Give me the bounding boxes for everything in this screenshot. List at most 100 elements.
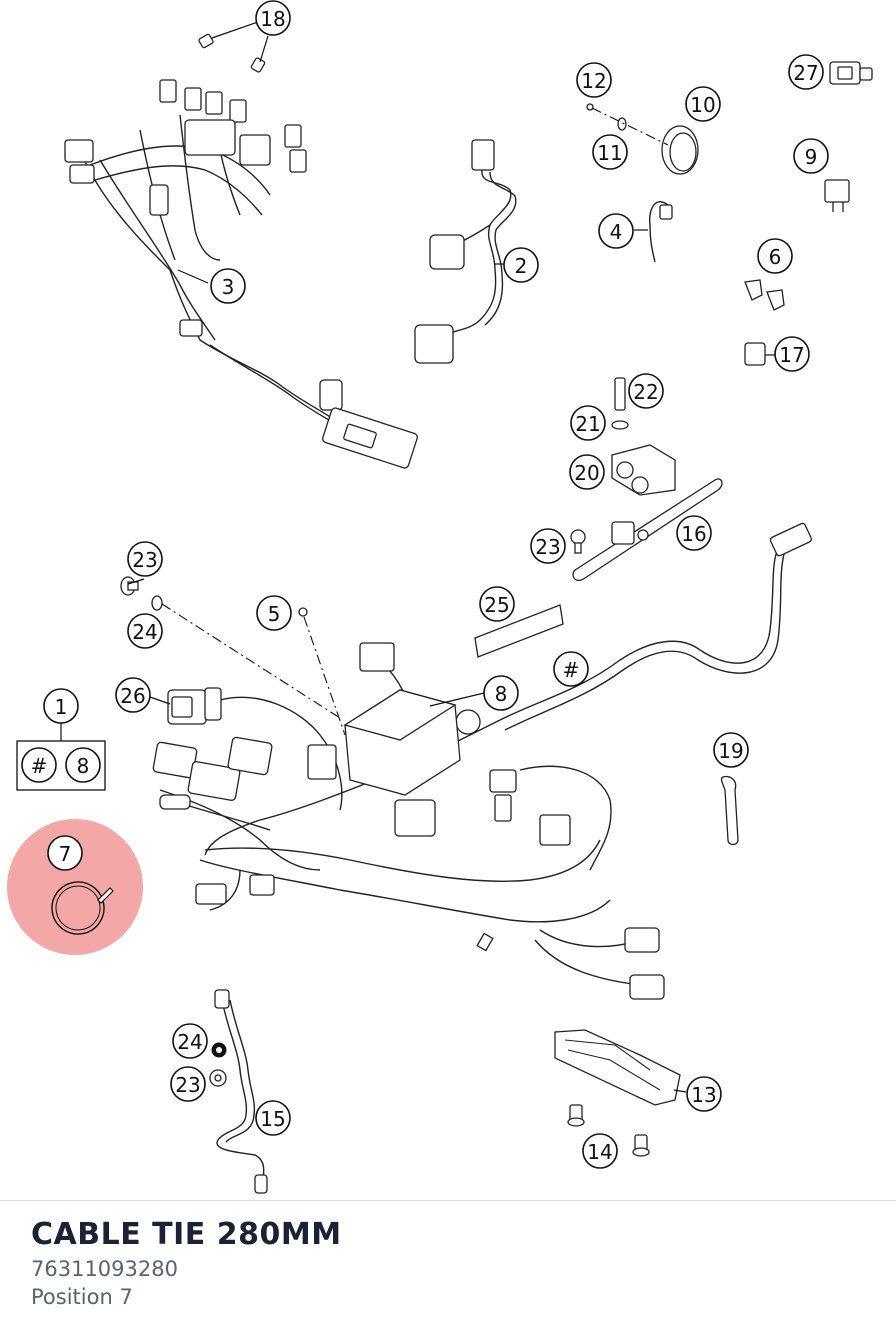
svg-text:15: 15 [260,1107,285,1131]
callout-4[interactable]: 4 [598,213,634,249]
svg-text:4: 4 [610,220,623,244]
callout-23-bottom[interactable]: 23 [170,1066,206,1102]
part-21-washer-drawing[interactable] [611,420,629,430]
svg-text:20: 20 [574,461,599,485]
part-27-connector-drawing[interactable] [829,61,873,85]
part-number: 76311093280 [31,1257,178,1281]
callout-20[interactable]: 20 [569,454,605,490]
svg-text:9: 9 [805,145,818,169]
callout-6[interactable]: 6 [757,238,793,274]
callout-13[interactable]: 13 [686,1076,722,1112]
svg-text:16: 16 [681,522,706,546]
svg-text:27: 27 [793,61,818,85]
callout-11[interactable]: 11 [592,134,628,170]
part-12-screw-drawing[interactable] [586,103,594,111]
svg-text:14: 14 [587,1140,612,1164]
callout-21[interactable]: 21 [570,405,606,441]
part-23-screw-drawing[interactable] [570,529,586,554]
part-13-cover-drawing[interactable] [554,1029,681,1106]
part-24-washer-drawing-left[interactable] [151,595,163,611]
part-title: CABLE TIE 280MM [31,1217,342,1252]
callout-hash-harness[interactable]: # [553,651,589,687]
part-23-screw-drawing-bottom[interactable] [209,1069,227,1087]
part-5-screw-drawing[interactable] [298,607,308,617]
callout-10[interactable]: 10 [685,86,721,122]
callout-24-left[interactable]: 24 [127,613,163,649]
svg-text:6: 6 [769,245,782,269]
callout-hash-kit[interactable]: # [21,747,57,783]
selected-part-highlight [7,819,143,955]
callout-23-left[interactable]: 23 [127,541,163,577]
callout-18[interactable]: 18 [255,0,291,36]
svg-text:23: 23 [132,548,157,572]
callout-8-kit[interactable]: 8 [65,747,101,783]
part-8-fusebox-drawing[interactable] [307,689,461,796]
callout-19[interactable]: 19 [713,732,749,768]
part-3-harness-drawing[interactable] [64,79,418,469]
svg-text:7: 7 [59,842,72,866]
part-10-grommet-drawing[interactable] [661,125,699,175]
callout-23-bracket[interactable]: 23 [530,528,566,564]
svg-text:26: 26 [120,684,145,708]
svg-text:23: 23 [535,535,560,559]
svg-text:24: 24 [177,1030,202,1054]
part-20-mount-drawing[interactable] [611,444,676,496]
part-9-relay-drawing[interactable] [824,179,850,212]
part-15-cable-drawing[interactable] [214,989,268,1194]
part-26-connector-drawing[interactable] [167,687,222,725]
svg-text:23: 23 [175,1073,200,1097]
part-16-bracket-drawing[interactable] [572,478,723,582]
callout-14[interactable]: 14 [582,1133,618,1169]
callout-24-bottom[interactable]: 24 [172,1023,208,1059]
callout-5[interactable]: 5 [256,595,292,631]
part-2-harness-drawing[interactable] [414,139,517,364]
callout-25[interactable]: 25 [479,586,515,622]
svg-text:#: # [563,658,580,682]
part-position: Position 7 [31,1285,133,1309]
part-18-bulbs-drawing[interactable] [198,33,266,73]
part-7-cable-tie-drawing[interactable] [48,878,114,938]
callout-26[interactable]: 26 [115,677,151,713]
callout-27[interactable]: 27 [788,54,824,90]
part-info-footer: CABLE TIE 280MM 76311093280 Position 7 [0,1200,896,1336]
svg-text:12: 12 [581,69,606,93]
part-6-fuses-drawing[interactable] [744,279,785,311]
callout-2[interactable]: 2 [503,247,539,283]
part-11-washer-drawing[interactable] [617,117,627,131]
callout-16[interactable]: 16 [676,515,712,551]
svg-text:8: 8 [495,682,508,706]
svg-text:19: 19 [718,739,743,763]
callout-1[interactable]: 1 [43,688,79,724]
part-14-screws-drawing[interactable] [567,1104,650,1157]
svg-text:#: # [31,754,48,778]
part-24-washer-drawing-bottom[interactable] [211,1042,227,1058]
svg-text:10: 10 [690,93,715,117]
part-17-holder-drawing[interactable] [744,342,766,366]
svg-text:24: 24 [132,620,157,644]
callout-9[interactable]: 9 [793,138,829,174]
svg-text:2: 2 [515,254,528,278]
callout-7[interactable]: 7 [47,835,83,871]
callout-17[interactable]: 17 [774,336,810,372]
callout-15[interactable]: 15 [255,1100,291,1136]
svg-text:11: 11 [597,141,622,165]
part-25-label-drawing[interactable] [474,604,564,658]
svg-text:13: 13 [691,1083,716,1107]
part-23-screw-drawing-left[interactable] [120,576,139,596]
part-19-strap-drawing[interactable] [720,775,739,846]
exploded-parts-diagram: 18 3 2 12 10 11 4 27 9 6 17 22 21 20 16 … [7,0,873,1194]
svg-text:21: 21 [575,412,600,436]
svg-text:25: 25 [484,593,509,617]
svg-text:3: 3 [222,275,235,299]
part-4-sensor-drawing[interactable] [648,201,673,263]
svg-text:1: 1 [55,695,68,719]
callout-8-fusebox[interactable]: 8 [483,675,519,711]
callout-22[interactable]: 22 [628,373,664,409]
svg-text:5: 5 [268,602,281,626]
callout-12[interactable]: 12 [576,62,612,98]
svg-text:17: 17 [779,343,804,367]
svg-text:22: 22 [633,380,658,404]
part-22-bolt-drawing[interactable] [614,377,626,411]
callout-3[interactable]: 3 [210,268,246,304]
svg-text:18: 18 [260,7,285,31]
